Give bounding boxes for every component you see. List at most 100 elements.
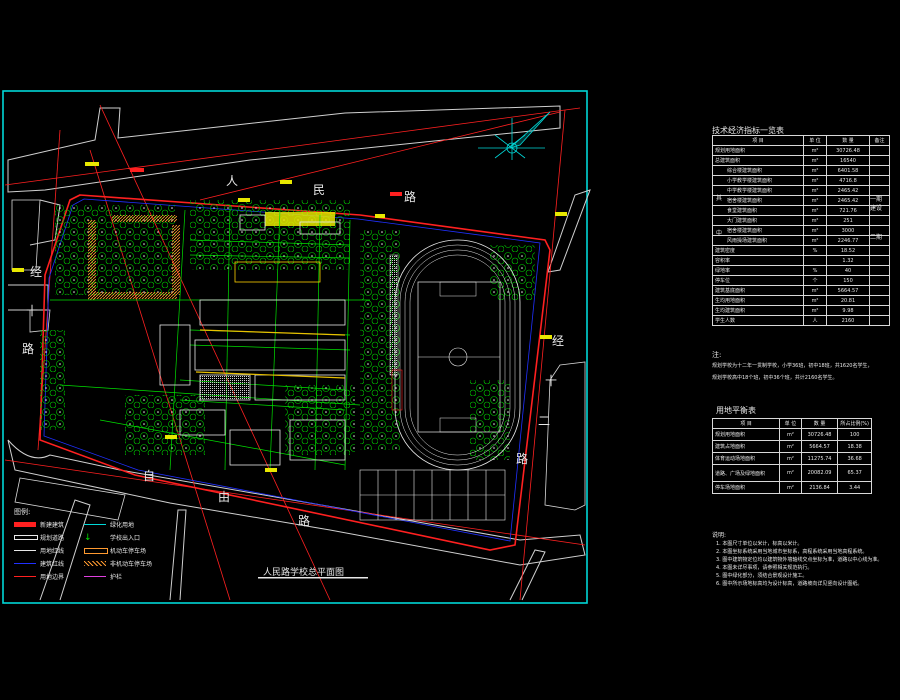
tech-row-note (869, 305, 890, 316)
tech-row-item: 总建筑面积 (712, 155, 804, 166)
north-arrow (478, 111, 551, 160)
tech-row-unit: m² (803, 155, 827, 166)
tech-row-item: 绿地率 (712, 265, 804, 276)
notes-2-line: 1. 本图尺寸单位以米计，标高以米计。 (716, 541, 803, 547)
road-label-east-1: 经 (552, 334, 565, 348)
land-header-item: 项 目 (711, 418, 781, 429)
tech-row-note (869, 155, 890, 166)
land-row-qty: 20082.09 (800, 464, 839, 482)
drawing-frame (2, 90, 588, 604)
tech-row-item: 学生人数 (712, 315, 804, 326)
tech-row-item: 大门建筑面积 (712, 215, 804, 226)
legend-swatch (84, 524, 106, 525)
road-label-north-3: 路 (404, 190, 417, 204)
tech-row-unit: m² (803, 195, 827, 206)
yellow-building-edges (195, 329, 346, 379)
tech-row-qty: 6401.58 (826, 165, 870, 176)
legend-title: 图例: (14, 508, 31, 516)
tech-row-unit: 个 (803, 275, 827, 286)
group-label-1: 其 (716, 195, 723, 202)
land-header-unit: 单 位 (779, 418, 802, 429)
legend-swatch (14, 563, 36, 564)
road-label-east-4: 路 (516, 452, 529, 466)
legend-label: 非机动车停车场 (110, 561, 153, 568)
tech-row-item: 综合楼建筑面积 (712, 165, 804, 176)
tech-row-note (869, 295, 890, 306)
tech-row-item: 小学教学楼建筑面积 (712, 175, 804, 186)
land-row-pct: 18.38 (837, 440, 872, 453)
site-boundary (39, 194, 551, 551)
land-row-item: 建筑占地面积 (711, 440, 781, 453)
legend-swatch (84, 576, 106, 577)
phase-2-label: 二期 (870, 234, 883, 241)
legend-swatch (14, 576, 36, 577)
notes-1-head: 注: (712, 351, 722, 359)
tech-row-item: 食堂建筑面积 (712, 205, 804, 216)
tech-row-note (869, 175, 890, 186)
tech-row-unit: m² (803, 285, 827, 296)
tech-row-unit: % (803, 265, 827, 276)
land-row-unit: m² (779, 428, 802, 441)
road-label-east-2: 十 (545, 374, 558, 388)
land-table-header: 项 目 单 位 数 量 所占比例(%) (711, 418, 872, 429)
legend-label: 用地边界 (40, 574, 65, 581)
road-label-south-1: 自 (143, 469, 156, 483)
tech-row-unit: m² (803, 225, 827, 236)
tech-row-unit: % (803, 245, 827, 256)
tech-row-note (869, 265, 890, 276)
tech-row-item: 建筑基底面积 (712, 285, 804, 296)
tech-row-unit: m² (803, 145, 827, 156)
notes-2-line: 6. 图中所示场地标高均为设计标高，道路坡向详见竖向设计图纸。 (716, 581, 863, 587)
phase-1b-label: 建设 (870, 205, 883, 212)
tech-row-qty: 721.76 (826, 205, 870, 216)
phase-1-label: 一期 (870, 196, 883, 203)
land-row-unit: m² (779, 481, 802, 494)
legend-label: 规划道路 (40, 535, 65, 542)
legend-swatch (14, 550, 36, 551)
notes-2-head: 说明: (712, 532, 727, 539)
tech-row-item: 建筑密度 (712, 245, 804, 256)
tech-row-qty: 20.81 (826, 295, 870, 306)
land-row-item: 体育运动场地面积 (711, 452, 781, 465)
plan-title-underline (258, 577, 368, 579)
road-label-south-3: 路 (298, 514, 311, 528)
legend-label: 护栏 (110, 574, 123, 581)
header-item: 项 目 (712, 135, 804, 146)
notes-1-line-2: 规划学校高中18个班，初中36个班，共计2160名学生。 (712, 375, 838, 381)
land-row-pct: 3.44 (837, 481, 872, 494)
tech-row-note (869, 145, 890, 156)
notes-2-line: 2. 本图坐标系统采用当地城市坐标系，高程系统采用当地高程系统。 (716, 549, 868, 555)
road-label-east-3: 二 (538, 414, 551, 428)
tech-table-title: 技术经济指标一览表 (712, 126, 784, 135)
tech-row-qty: 18.52 (826, 245, 870, 256)
tech-row-item: 停车位 (712, 275, 804, 286)
tech-row-unit (803, 255, 827, 266)
tech-row-item: 容积率 (712, 255, 804, 266)
legend-label: 用地红线 (40, 548, 65, 555)
tech-table-header: 项 目 单 位 数 量 备注 (712, 135, 890, 146)
land-table-title: 用地平衡表 (716, 406, 756, 415)
land-row-pct: 36.68 (837, 452, 872, 465)
legend-swatch (84, 548, 108, 554)
road-label-north-2: 民 (313, 183, 326, 197)
tech-row-qty: 16540 (826, 155, 870, 166)
land-header-pct: 所占比例(%) (837, 418, 872, 429)
land-row-qty: 30726.48 (800, 428, 839, 441)
header-unit: 单 位 (803, 135, 827, 146)
tech-row-note (869, 215, 890, 226)
road-label-south-2: 由 (218, 490, 231, 504)
tech-row-item: 生均用地面积 (712, 295, 804, 306)
legend-swatch (14, 522, 36, 527)
legend-swatch (84, 561, 106, 566)
tech-row-item: 宿舍楼建筑面积 (712, 225, 804, 236)
